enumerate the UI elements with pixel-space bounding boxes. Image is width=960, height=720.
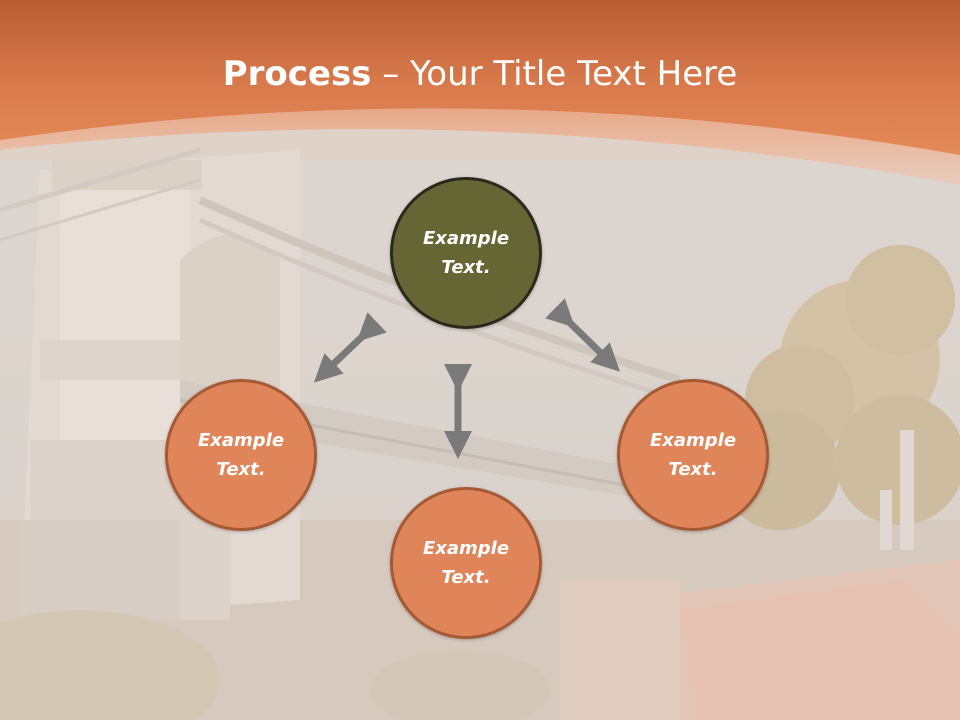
process-node-center[interactable]: Example Text.	[390, 177, 542, 329]
process-node-center-label: Example Text.	[422, 228, 510, 278]
process-node-right[interactable]: Example Text.	[617, 379, 769, 531]
title-rest: – Your Title Text Here	[371, 54, 738, 94]
process-node-bottom-label: Example Text.	[422, 538, 510, 588]
title-bold: Process	[222, 54, 372, 94]
slide-title: Process – Your Title Text Here	[0, 52, 960, 96]
header-band	[0, 0, 960, 185]
arrow-center-left	[313, 312, 387, 383]
arrow-center-right	[545, 298, 621, 372]
process-node-right-label: Example Text.	[649, 430, 737, 480]
process-node-bottom[interactable]: Example Text.	[390, 487, 542, 639]
process-node-left[interactable]: Example Text.	[165, 379, 317, 531]
process-node-left-label: Example Text.	[197, 430, 285, 480]
